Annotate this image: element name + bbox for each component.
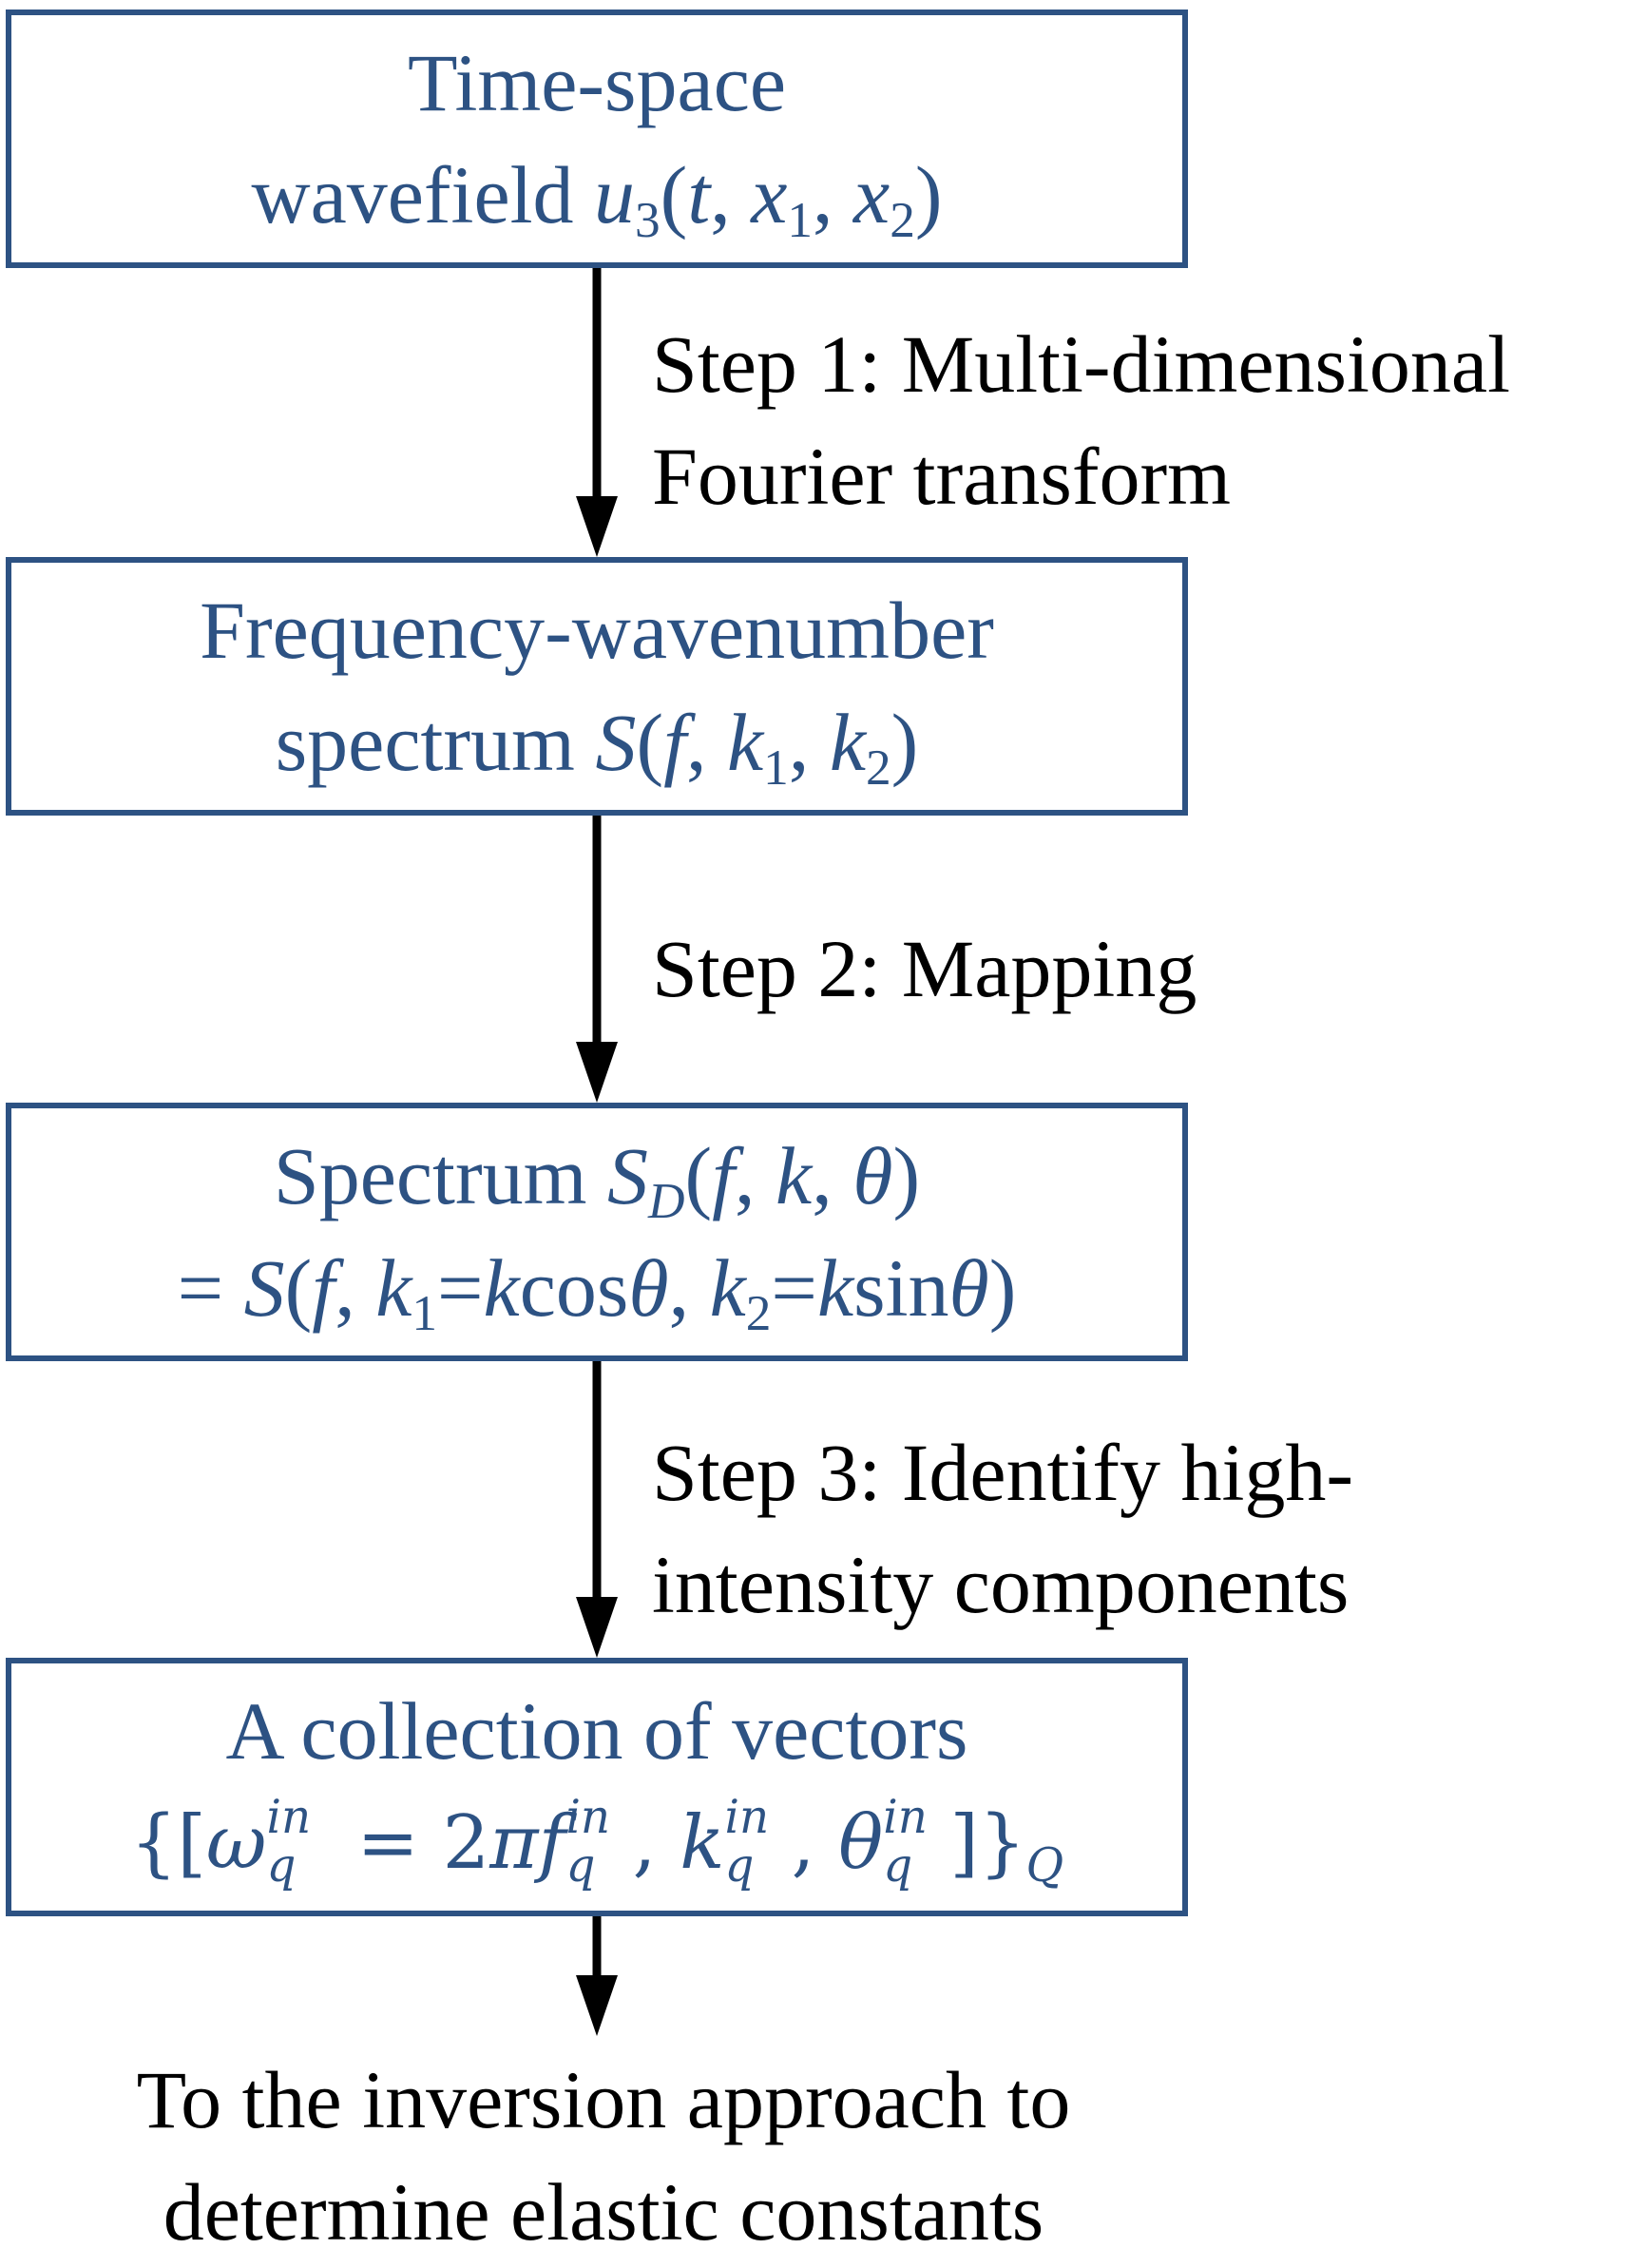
box2-line1: Frequency-wavenumber — [200, 585, 994, 676]
box-frequency-wavenumber-spectrum: Frequency-wavenumber spectrum S(f, k1, k… — [6, 557, 1188, 816]
step3-line2: intensity components — [652, 1539, 1350, 1630]
final-line2: determine elastic constants — [163, 2166, 1044, 2258]
box1-line2-text: wavefield — [251, 149, 595, 240]
box2-line2: spectrum S(f, k1, k2) — [11, 686, 1182, 798]
step3-line1: Step 3: Identify high- — [652, 1427, 1354, 1518]
box3-formula-1: SD(f, k, θ) — [606, 1130, 921, 1229]
step1-line1: Step 1: Multi-dimensional — [652, 318, 1510, 410]
step-2-label: Step 2: Mapping — [652, 913, 1197, 1025]
box3-line1: Spectrum SD(f, k, θ) — [11, 1120, 1182, 1232]
final-output-label: To the inversion approach to determine e… — [0, 2044, 1207, 2268]
box1-line1: Time-space — [407, 37, 787, 128]
arrow-3 — [576, 1361, 618, 1658]
box1-line2: wavefield u3(t, x1, x2) — [11, 139, 1182, 251]
arrow-2 — [576, 816, 618, 1103]
final-line1: To the inversion approach to — [136, 2054, 1071, 2145]
box2-line2-text: spectrum — [275, 697, 596, 788]
box3-line1-text: Spectrum — [273, 1130, 607, 1221]
arrow-4 — [576, 1916, 618, 2036]
box1-formula: u3(t, x1, x2) — [594, 149, 943, 248]
box4-line1: A collection of vectors — [225, 1685, 968, 1777]
box-mapped-spectrum: Spectrum SD(f, k, θ) = S(f, k1=kcosθ, k2… — [6, 1103, 1188, 1361]
step2-line1: Step 2: Mapping — [652, 923, 1197, 1014]
step-1-label: Step 1: Multi-dimensional Fourier transf… — [652, 308, 1510, 532]
step-3-label: Step 3: Identify high- intensity compone… — [652, 1416, 1353, 1641]
box2-formula: S(f, k1, k2) — [595, 697, 919, 796]
box3-formula-2: = S(f, k1=kcosθ, k2=ksinθ) — [177, 1242, 1017, 1341]
box3-line2: = S(f, k1=kcosθ, k2=ksinθ) — [11, 1232, 1182, 1344]
box-time-space-wavefield: Time-space wavefield u3(t, x1, x2) — [6, 10, 1188, 268]
arrow-1 — [576, 268, 618, 557]
step1-line2: Fourier transform — [652, 431, 1232, 522]
